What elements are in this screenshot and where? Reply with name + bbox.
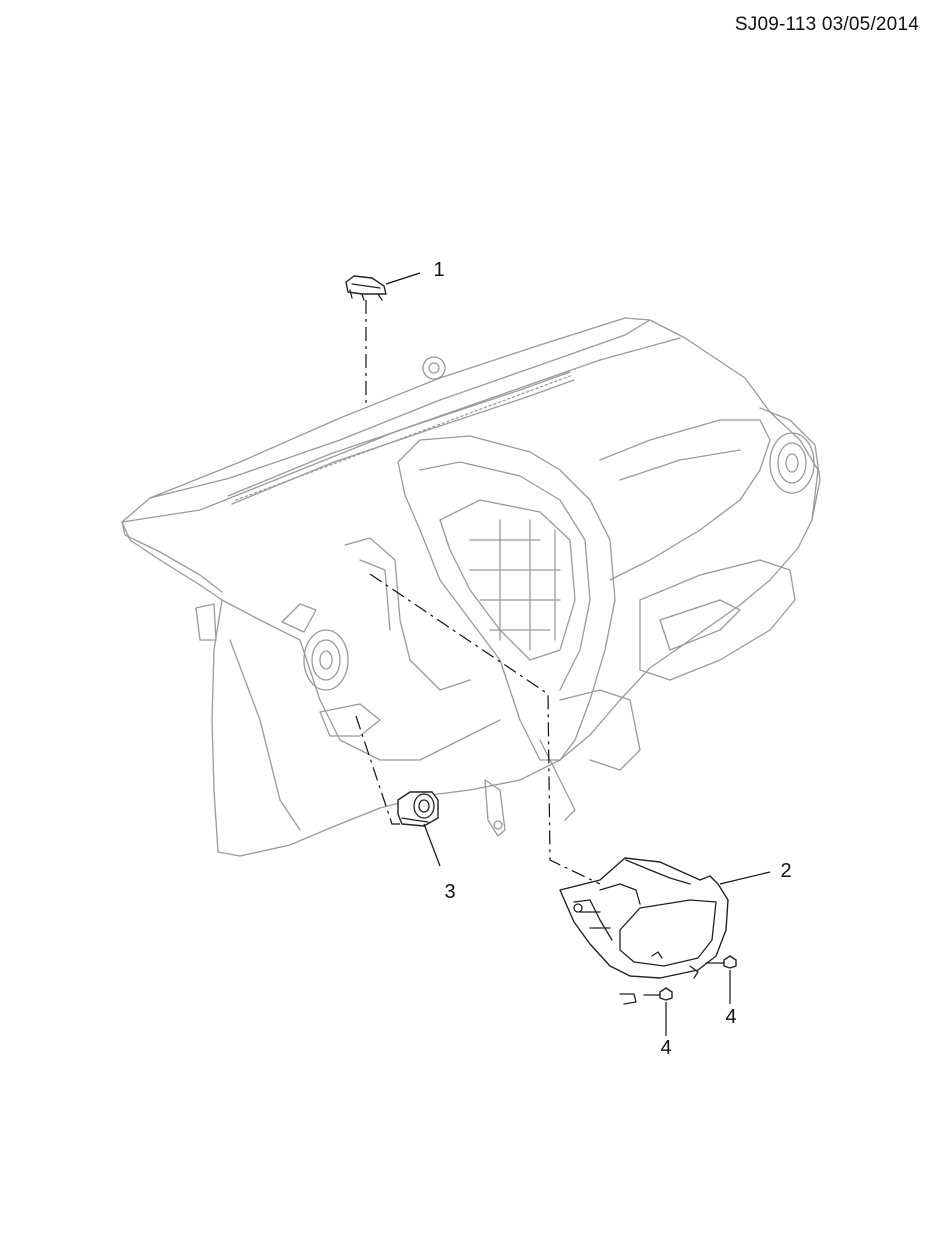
part-4-screw-right xyxy=(705,955,737,969)
callout-1: 1 xyxy=(433,259,444,281)
callout-4-left: 4 xyxy=(660,1037,671,1059)
leader-lines xyxy=(385,272,771,1036)
instrument-panel xyxy=(121,317,821,857)
part-3-switch xyxy=(397,791,439,827)
part-1-sensor-cover xyxy=(345,275,387,301)
part-2-instrument-cluster xyxy=(559,857,729,1005)
callout-3: 3 xyxy=(444,881,455,903)
document-id: SJ09-113 03/05/2014 xyxy=(734,14,919,35)
installation-lines xyxy=(355,300,601,885)
part-4-screw-left xyxy=(643,987,673,1001)
callout-2: 2 xyxy=(780,860,791,882)
callout-4-right: 4 xyxy=(725,1006,736,1028)
